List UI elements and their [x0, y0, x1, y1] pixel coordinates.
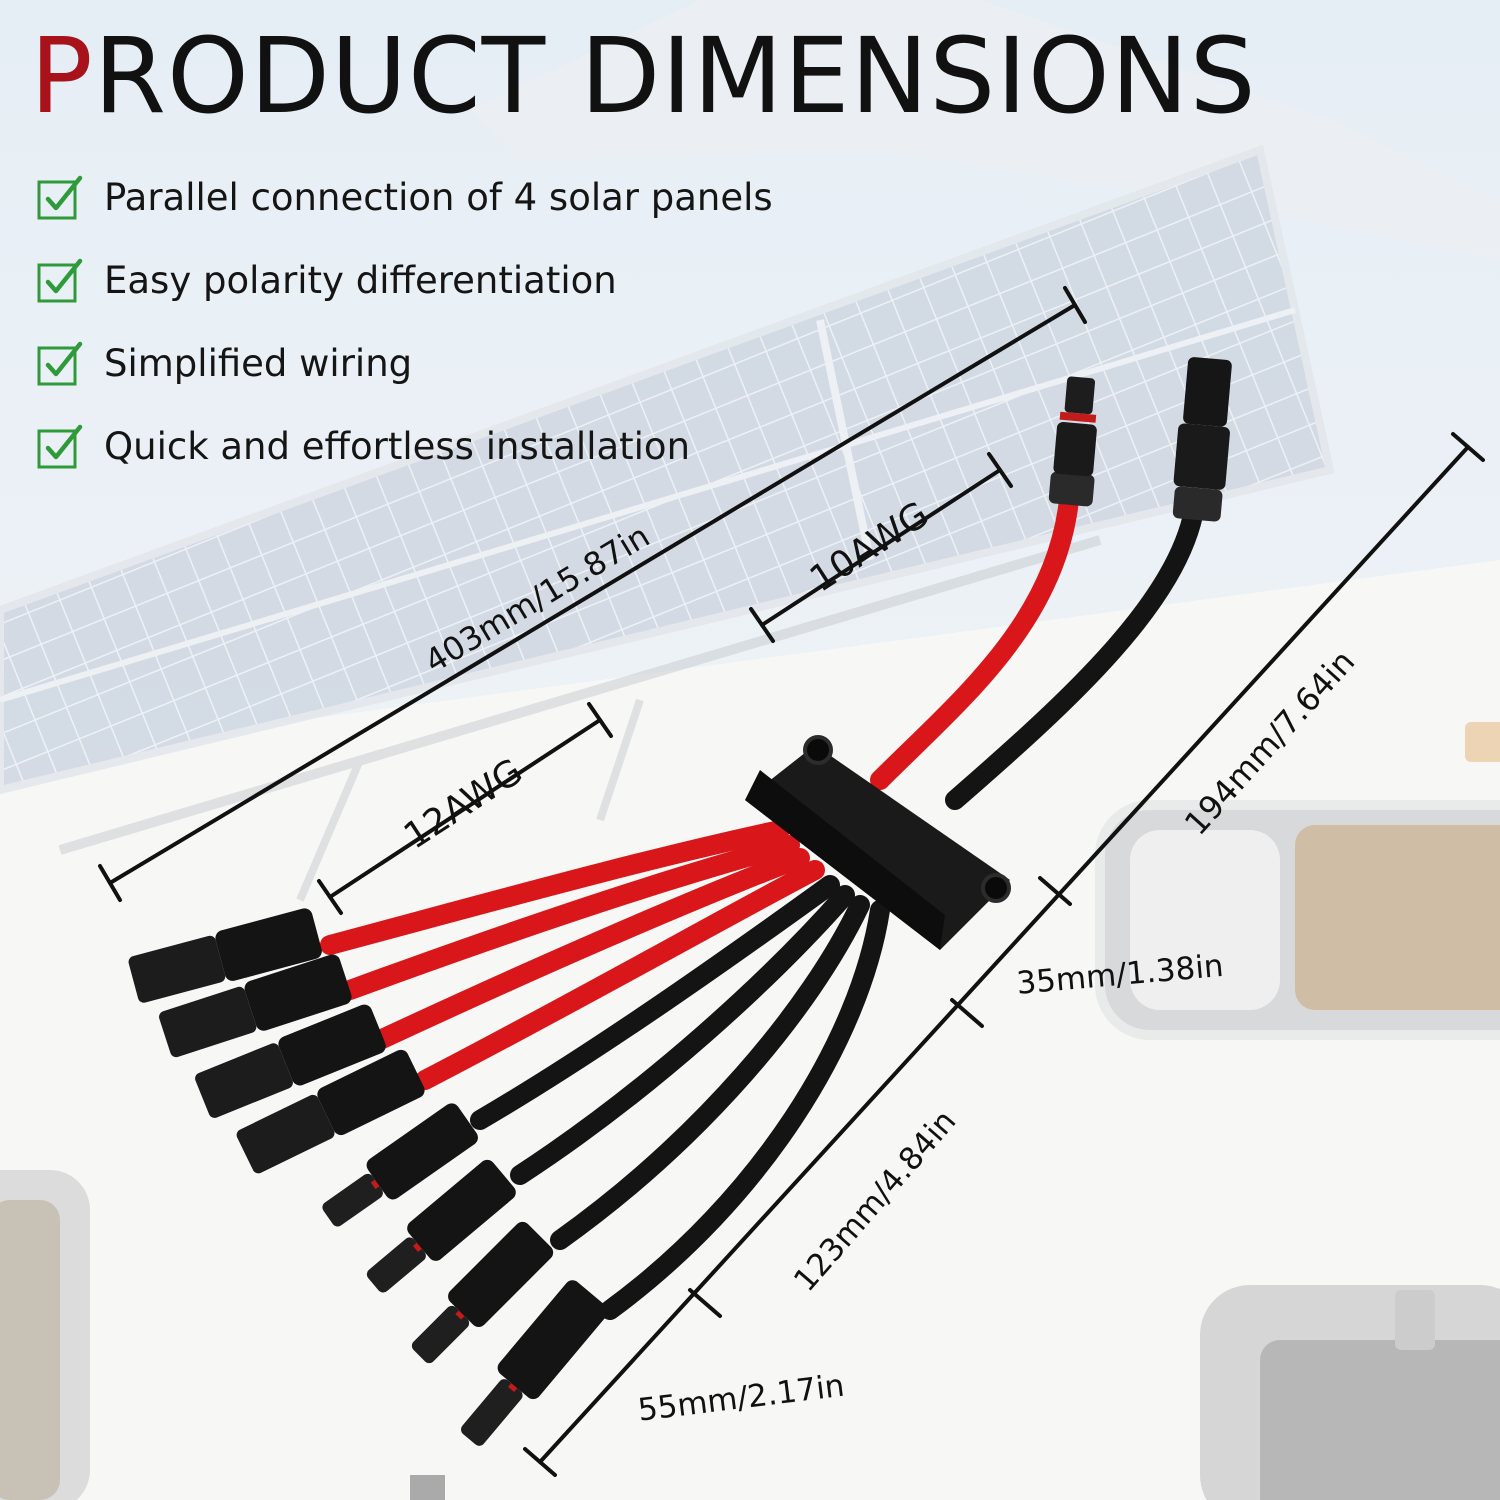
- feature-list: Parallel connection of 4 solar panels Ea…: [36, 172, 773, 504]
- rv-latch: [410, 1475, 445, 1500]
- mc4-connector-input-5: [322, 1103, 478, 1227]
- feature-item: Simplified wiring: [36, 338, 773, 421]
- dimension-line-total: [98, 286, 1087, 902]
- rv-window-right: [1095, 800, 1500, 1040]
- mc4-connector-output-red: [1048, 376, 1097, 507]
- page-title: PRODUCT DIMENSIONS: [30, 14, 1257, 139]
- input-cables: [320, 820, 890, 1320]
- mc4-connector-output-black: [1172, 357, 1232, 522]
- input-connectors: [128, 908, 609, 1446]
- mc4-connector-input-1: [128, 908, 322, 1003]
- solar-panel: [0, 144, 1335, 795]
- feature-item: Easy polarity differentiation: [36, 255, 773, 338]
- cable-output-black: [945, 495, 1205, 810]
- title-first-letter: P: [30, 15, 94, 137]
- rv-window-left: [0, 1170, 90, 1500]
- mc4-connector-input-8: [461, 1280, 609, 1446]
- rv-wall-fixture: [1395, 1290, 1435, 1350]
- mc4-connector-input-3: [195, 1004, 386, 1118]
- mc4-connector-input-4: [236, 1049, 425, 1174]
- rv-marker-light: [1465, 722, 1500, 762]
- check-icon: [37, 341, 83, 386]
- dimension-line-right: [523, 432, 1485, 1477]
- feature-text: Parallel connection of 4 solar panels: [104, 176, 773, 219]
- feature-text: Easy polarity differentiation: [104, 259, 617, 302]
- feature-text: Quick and effortless installation: [104, 425, 691, 468]
- feature-item: Quick and effortless installation: [36, 421, 773, 504]
- dimension-line-10awg: [749, 452, 1013, 643]
- junction-box: [745, 735, 1011, 950]
- panel-mount-bars: [58, 535, 1102, 902]
- check-icon: [37, 175, 83, 220]
- check-icon: [37, 258, 83, 303]
- dimension-line-12awg: [317, 702, 613, 915]
- title-rest: RODUCT DIMENSIONS: [93, 15, 1257, 137]
- dimension-lines: [98, 286, 1485, 1477]
- mc4-connector-input-7: [411, 1221, 554, 1364]
- rv-door: [1200, 1285, 1500, 1500]
- mc4-connector-input-6: [366, 1159, 516, 1293]
- check-icon: [37, 424, 83, 469]
- mc4-connector-input-2: [159, 954, 352, 1058]
- cable-output-red: [870, 480, 1080, 790]
- feature-text: Simplified wiring: [104, 342, 413, 385]
- feature-item: Parallel connection of 4 solar panels: [36, 172, 773, 255]
